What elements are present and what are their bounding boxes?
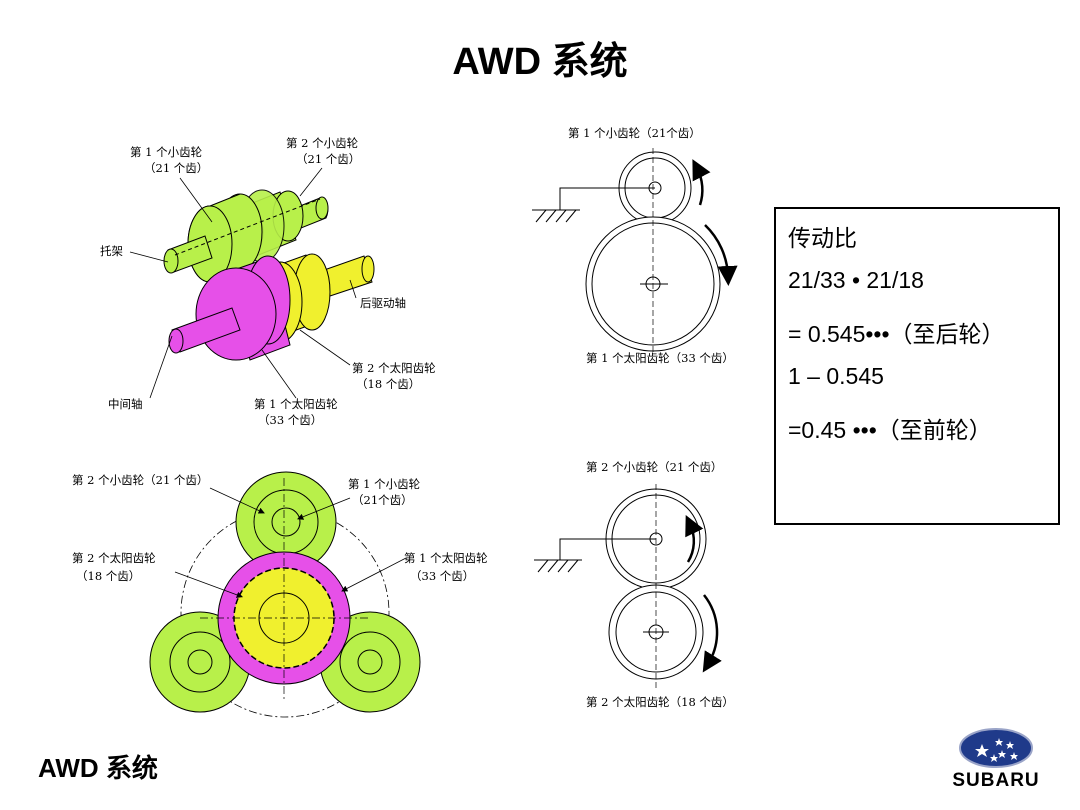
front-label-sun1: 第 1 个太阳齿轮 <box>404 551 488 565</box>
iso-label-sun1: 第 1 个太阳齿轮 <box>254 397 338 411</box>
iso-label-rear-shaft: 后驱动轴 <box>360 296 406 310</box>
isometric-leader-lines <box>129 167 357 399</box>
iso-label-pinion1-teeth: （21 个齿） <box>144 161 208 175</box>
iso-label-pinion2-teeth: （21 个齿） <box>296 152 360 166</box>
footer-title: AWD 系统 <box>38 753 158 783</box>
ratio-line-3: 1 – 0.545 <box>788 363 884 389</box>
front-label-sun2: 第 2 个太阳齿轮 <box>72 551 156 565</box>
schematic2-label-top: 第 2 个小齿轮（21 个齿） <box>586 460 722 474</box>
ratio-line-1: 21/33 • 21/18 <box>788 267 924 293</box>
front-label-pinion2: 第 2 个小齿轮（21 个齿） <box>72 473 208 487</box>
iso-label-pinion1: 第 1 个小齿轮 <box>130 145 203 159</box>
front-view-leader-lines <box>174 487 407 598</box>
ratio-line-2: = 0.545•••（至后轮） <box>788 321 1005 347</box>
schematic1-label-bottom: 第 1 个太阳齿轮（33 个齿） <box>586 351 734 365</box>
ratio-heading: 传动比 <box>788 225 857 251</box>
iso-label-carrier: 托架 <box>100 244 123 258</box>
front-view-planetary <box>149 471 421 718</box>
schematic1-label-top: 第 1 个小齿轮（21个齿） <box>568 126 701 140</box>
front-label-pinion1: 第 1 个小齿轮 <box>348 477 421 491</box>
brand-wordmark: SUBARU <box>952 770 1040 791</box>
iso-label-pinion2: 第 2 个小齿轮 <box>286 136 359 150</box>
front-label-sun1-teeth: （33 个齿） <box>410 569 474 583</box>
schematic-sun2-pinion2 <box>534 484 722 688</box>
iso-label-sun2: 第 2 个太阳齿轮 <box>352 361 436 375</box>
schematic-sun1-pinion1 <box>532 148 738 352</box>
front-label-sun2-teeth: （18 个齿） <box>76 569 140 583</box>
subaru-emblem-icon <box>959 728 1033 768</box>
page-title: AWD 系统 <box>452 41 628 83</box>
schematic2-label-bottom: 第 2 个太阳齿轮（18 个齿） <box>586 695 734 709</box>
ratio-line-4: =0.45 •••（至前轮） <box>788 417 992 443</box>
gear-ratio-box: 传动比 21/33 • 21/18 = 0.545•••（至后轮） 1 – 0.… <box>774 207 1060 525</box>
isometric-gear-assembly <box>163 189 375 361</box>
iso-label-sun1-teeth: （33 个齿） <box>258 413 322 427</box>
front-label-pinion1-teeth: （21个齿） <box>352 493 413 507</box>
iso-label-center-shaft: 中间轴 <box>108 397 143 411</box>
iso-label-sun2-teeth: （18 个齿） <box>356 377 420 391</box>
subaru-logo: SUBARU <box>944 728 1048 794</box>
